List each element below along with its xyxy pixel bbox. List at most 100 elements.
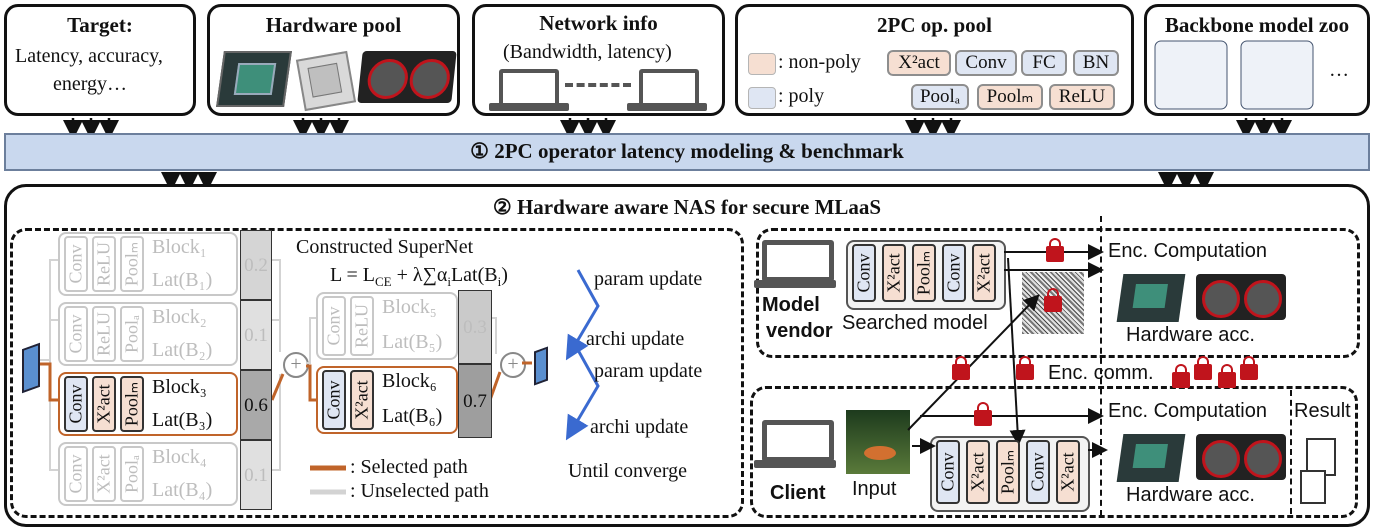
supernet-block bbox=[58, 442, 238, 506]
block-op-label: Conv bbox=[323, 380, 344, 420]
searched-model-op: X²act bbox=[966, 440, 990, 504]
searched-model-op-label: Conv bbox=[853, 253, 874, 293]
searched-model-op: Conv bbox=[942, 244, 966, 302]
enc-computation-vendor: Enc. Computation bbox=[1108, 240, 1267, 262]
searched-model-label: Searched model bbox=[842, 312, 988, 334]
block-op-label: Conv bbox=[65, 314, 86, 354]
model-zoo-title: Backbone model zoo bbox=[1164, 13, 1350, 37]
supernet-block bbox=[316, 292, 458, 360]
op-chip: X²act bbox=[887, 50, 951, 76]
block-op: Poolₘ bbox=[120, 376, 144, 432]
lock-icon bbox=[1046, 238, 1064, 262]
loss-sub-i2: i bbox=[497, 274, 502, 289]
searched-model-op-label: Conv bbox=[1027, 452, 1048, 492]
op-chip: Poolₘ bbox=[977, 84, 1043, 110]
block-op: ReLU bbox=[92, 236, 116, 292]
sum-node-2: + bbox=[500, 352, 526, 378]
result-document-icon bbox=[1306, 438, 1336, 476]
path-weight: 0.6 bbox=[240, 370, 272, 440]
op-chip: ReLU bbox=[1049, 84, 1115, 110]
vendor-region bbox=[756, 228, 1360, 358]
block-op-label: Conv bbox=[65, 384, 86, 424]
legend-nonpoly: : non-poly bbox=[778, 51, 861, 73]
block-op: X²act bbox=[92, 446, 116, 502]
client-fpga-icon bbox=[1116, 434, 1186, 482]
step2-title: ② Hardware aware NAS for secure MLaaS bbox=[492, 195, 882, 219]
legend-poly-swatch bbox=[748, 87, 776, 109]
region-divider-2 bbox=[1290, 390, 1292, 514]
loss-lat: Lat(B bbox=[450, 264, 498, 286]
computer-icon-left bbox=[499, 69, 559, 107]
block-name: Block₂ bbox=[152, 306, 207, 328]
block-latency: Lat(B₅) bbox=[382, 331, 443, 353]
block-latency: Lat(B₁) bbox=[152, 269, 213, 291]
update-1: param update bbox=[594, 268, 703, 290]
update-4: archi update bbox=[590, 416, 689, 438]
loss-sub-ce: CE bbox=[374, 274, 392, 289]
block-op-label: Poolₘ bbox=[121, 241, 142, 287]
client-region bbox=[750, 386, 1358, 518]
target-box: Target: Latency, accuracy, energy… bbox=[4, 4, 196, 116]
legend-poly: : poly bbox=[778, 85, 825, 107]
network-info-title: Network info bbox=[539, 11, 658, 35]
network-link bbox=[565, 83, 631, 87]
computer-icon-right bbox=[639, 69, 699, 107]
block-op: X²act bbox=[92, 376, 116, 432]
supernet-block bbox=[58, 372, 238, 436]
target-line-2: energy… bbox=[53, 73, 128, 95]
model-vendor-line2: vendor bbox=[766, 320, 833, 342]
block-name: Block₄ bbox=[152, 446, 207, 468]
block-op: Conv bbox=[64, 306, 88, 362]
searched-model-op-label: Conv bbox=[937, 452, 958, 492]
searched-model-op: X²act bbox=[1056, 440, 1080, 504]
vendor-computer-icon bbox=[762, 240, 834, 282]
network-info-box: Network info (Bandwidth, latency) bbox=[472, 4, 725, 116]
path-weight: 0.3 bbox=[458, 290, 492, 364]
fpga-icon bbox=[216, 51, 292, 107]
vendor-fpga-icon bbox=[1116, 274, 1186, 322]
legend-nonpoly-swatch bbox=[748, 53, 776, 75]
searched-model-op-label: Poolₘ bbox=[913, 250, 934, 296]
block-op: Conv bbox=[64, 376, 88, 432]
block-op: Conv bbox=[64, 236, 88, 292]
searched-model-op: Conv bbox=[852, 244, 876, 302]
supernet-loss: L = LCE + λ∑αiLat(Bi) bbox=[330, 264, 508, 290]
model-zoo-ellipsis: … bbox=[1329, 59, 1349, 81]
client-gpu-icon bbox=[1196, 434, 1286, 480]
searched-model-op: Conv bbox=[936, 440, 960, 504]
result-document-icon-2 bbox=[1300, 470, 1326, 504]
block-op-label: Conv bbox=[323, 306, 344, 346]
block-op: X²act bbox=[350, 370, 374, 430]
op-pool-title: 2PC op. pool bbox=[877, 13, 992, 37]
input-label: Input bbox=[852, 478, 897, 500]
model-vendor-line1: Model bbox=[762, 294, 820, 316]
hardware-pool-box: Hardware pool bbox=[207, 4, 460, 116]
network-info-subtitle: (Bandwidth, latency) bbox=[503, 41, 672, 63]
client-computer-icon bbox=[762, 420, 834, 462]
legend-unselected-path: : Unselected path bbox=[350, 480, 489, 502]
block-latency: Lat(B₃) bbox=[152, 409, 213, 431]
op-chip: Poolₐ bbox=[911, 84, 969, 110]
op-chip: Conv bbox=[955, 50, 1017, 76]
input-image-icon bbox=[846, 410, 910, 474]
vendor-gpu-icon bbox=[1196, 274, 1286, 320]
until-converge: Until converge bbox=[568, 460, 688, 482]
searched-model-op-label: X²act bbox=[967, 452, 988, 492]
op-chip: FC bbox=[1021, 50, 1067, 76]
backbone-net-icons bbox=[1154, 40, 1314, 110]
output-tensor-icon bbox=[534, 346, 548, 386]
block-name: Block₆ bbox=[382, 370, 437, 392]
hardware-acc-vendor: Hardware acc. bbox=[1126, 324, 1255, 346]
enc-comm-label: Enc. comm. bbox=[1048, 362, 1154, 384]
loss-l: L = L bbox=[330, 264, 375, 286]
block-op: Conv bbox=[322, 296, 346, 356]
enc-computation-client: Enc. Computation bbox=[1108, 400, 1267, 422]
hardware-acc-client: Hardware acc. bbox=[1126, 484, 1255, 506]
block-op-label: ReLU bbox=[351, 304, 372, 348]
lock-icon bbox=[1218, 364, 1236, 388]
block-op-label: X²act bbox=[351, 380, 372, 420]
lock-icon bbox=[1194, 356, 1212, 380]
block-op: Poolₐ bbox=[120, 446, 144, 502]
path-weight: 0.2 bbox=[240, 230, 272, 300]
hardware-pool-title: Hardware pool bbox=[265, 13, 402, 37]
